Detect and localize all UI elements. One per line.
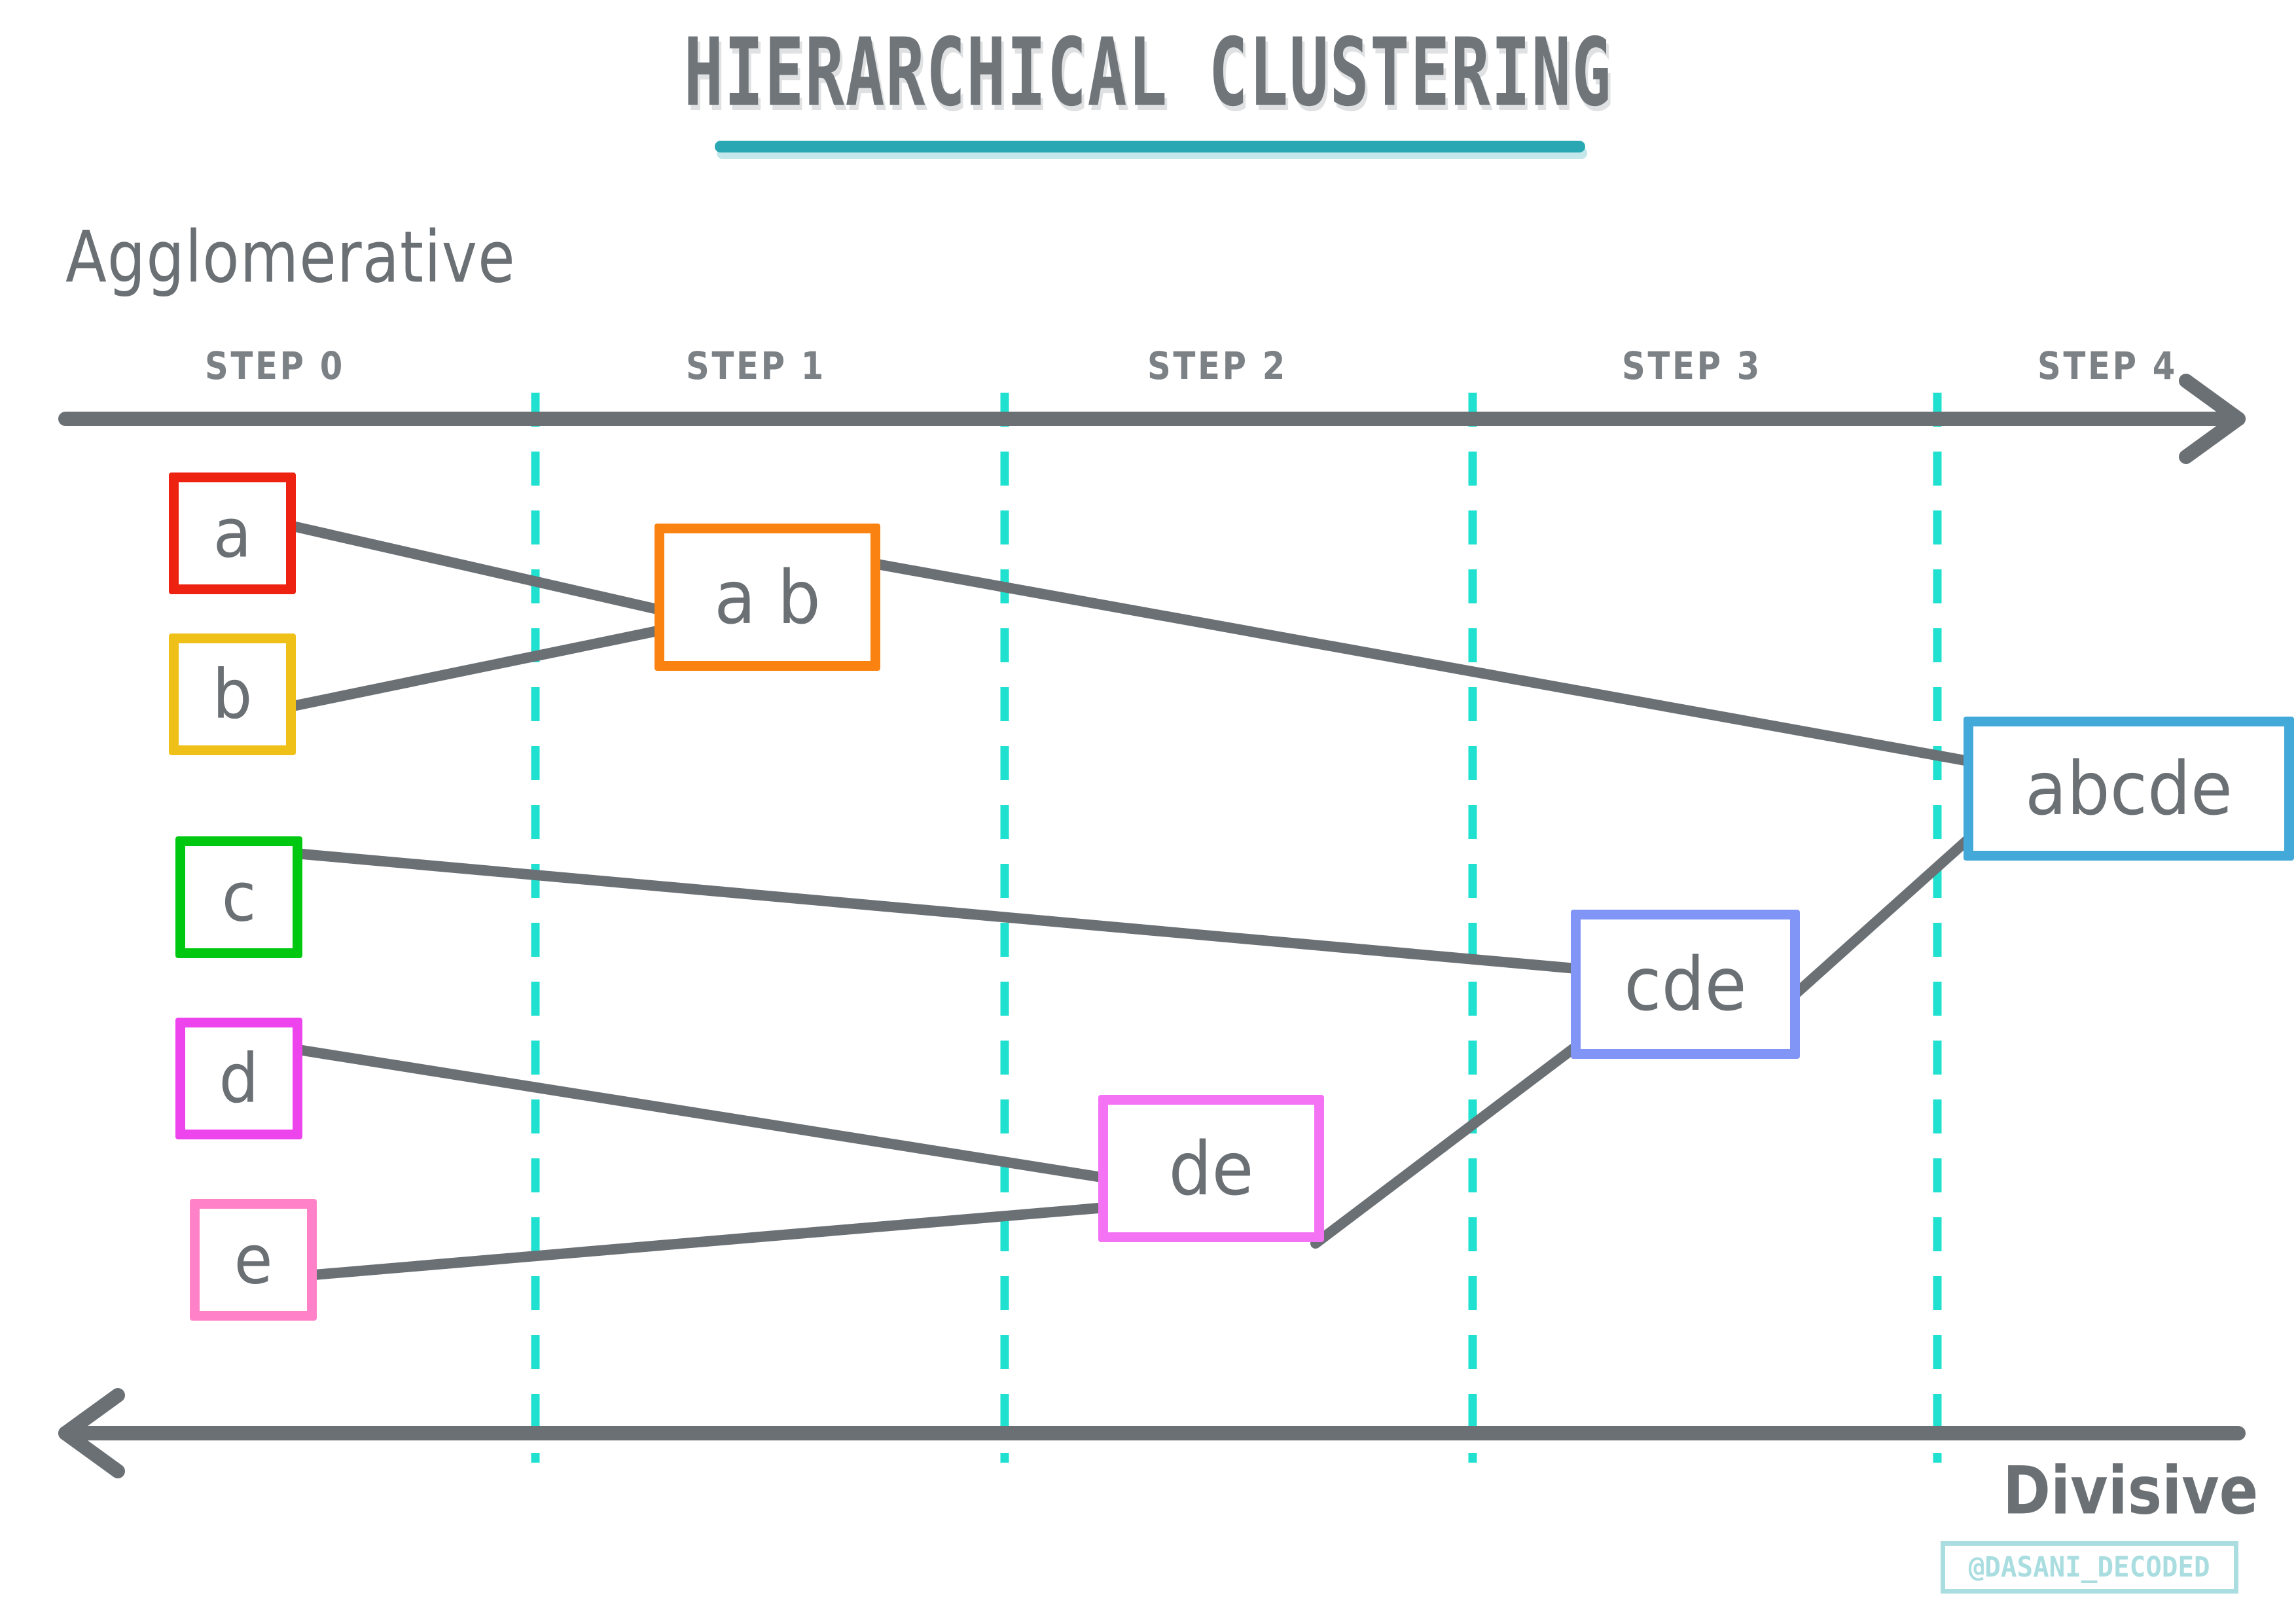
- cluster-node-label-a: a: [213, 493, 252, 573]
- cluster-node-label-ab: a b: [714, 554, 821, 641]
- link-ab-to-abcde: [872, 559, 1988, 769]
- cluster-node-c[interactable]: c: [175, 836, 302, 958]
- timeline-axes-group: [58, 374, 2246, 1478]
- link-c-to-cde: [297, 849, 1581, 974]
- link-de-to-cde: [1310, 1035, 1589, 1249]
- cluster-node-a[interactable]: a: [169, 473, 296, 594]
- top-timeline-axis: [58, 374, 2246, 464]
- step-label-0: STEP 0: [205, 343, 345, 388]
- cluster-node-d[interactable]: d: [175, 1018, 302, 1139]
- step-label-1: STEP 1: [686, 343, 826, 388]
- step-label-2: STEP 2: [1147, 343, 1287, 388]
- title-underline: [715, 141, 1585, 152]
- cluster-node-label-c: c: [221, 857, 257, 937]
- cluster-node-abcde[interactable]: abcde: [1964, 717, 2294, 861]
- cluster-node-cde[interactable]: cde: [1571, 910, 1800, 1059]
- watermark: @DASANI_DECODED: [1941, 1541, 2238, 1594]
- agglomerative-label: Agglomerative: [65, 216, 516, 299]
- link-e-to-de: [309, 1202, 1111, 1280]
- page-title: HIERARCHICAL CLUSTERING: [683, 18, 1613, 128]
- cluster-node-label-abcde: abcde: [2025, 745, 2233, 832]
- step-label-4: STEP 4: [2037, 343, 2178, 388]
- cluster-node-ab[interactable]: a b: [655, 524, 880, 671]
- link-d-to-de: [297, 1045, 1111, 1183]
- cluster-node-de[interactable]: de: [1098, 1095, 1324, 1242]
- cluster-node-label-e: e: [234, 1220, 273, 1300]
- cluster-node-e[interactable]: e: [190, 1199, 317, 1321]
- cluster-node-label-cde: cde: [1624, 941, 1747, 1027]
- cluster-node-label-b: b: [212, 654, 253, 734]
- divisive-label: Divisive: [2003, 1452, 2259, 1529]
- link-cde-to-abcde: [1789, 821, 1988, 1000]
- link-a-to-ab: [291, 522, 660, 614]
- bottom-timeline-axis: [58, 1388, 2246, 1478]
- cluster-node-label-d: d: [219, 1039, 259, 1118]
- watermark-text: @DASANI_DECODED: [1969, 1551, 2210, 1584]
- cluster-node-label-de: de: [1168, 1125, 1254, 1212]
- link-b-to-ab: [291, 626, 660, 711]
- cluster-node-b[interactable]: b: [169, 633, 296, 755]
- step-label-3: STEP 3: [1622, 343, 1762, 388]
